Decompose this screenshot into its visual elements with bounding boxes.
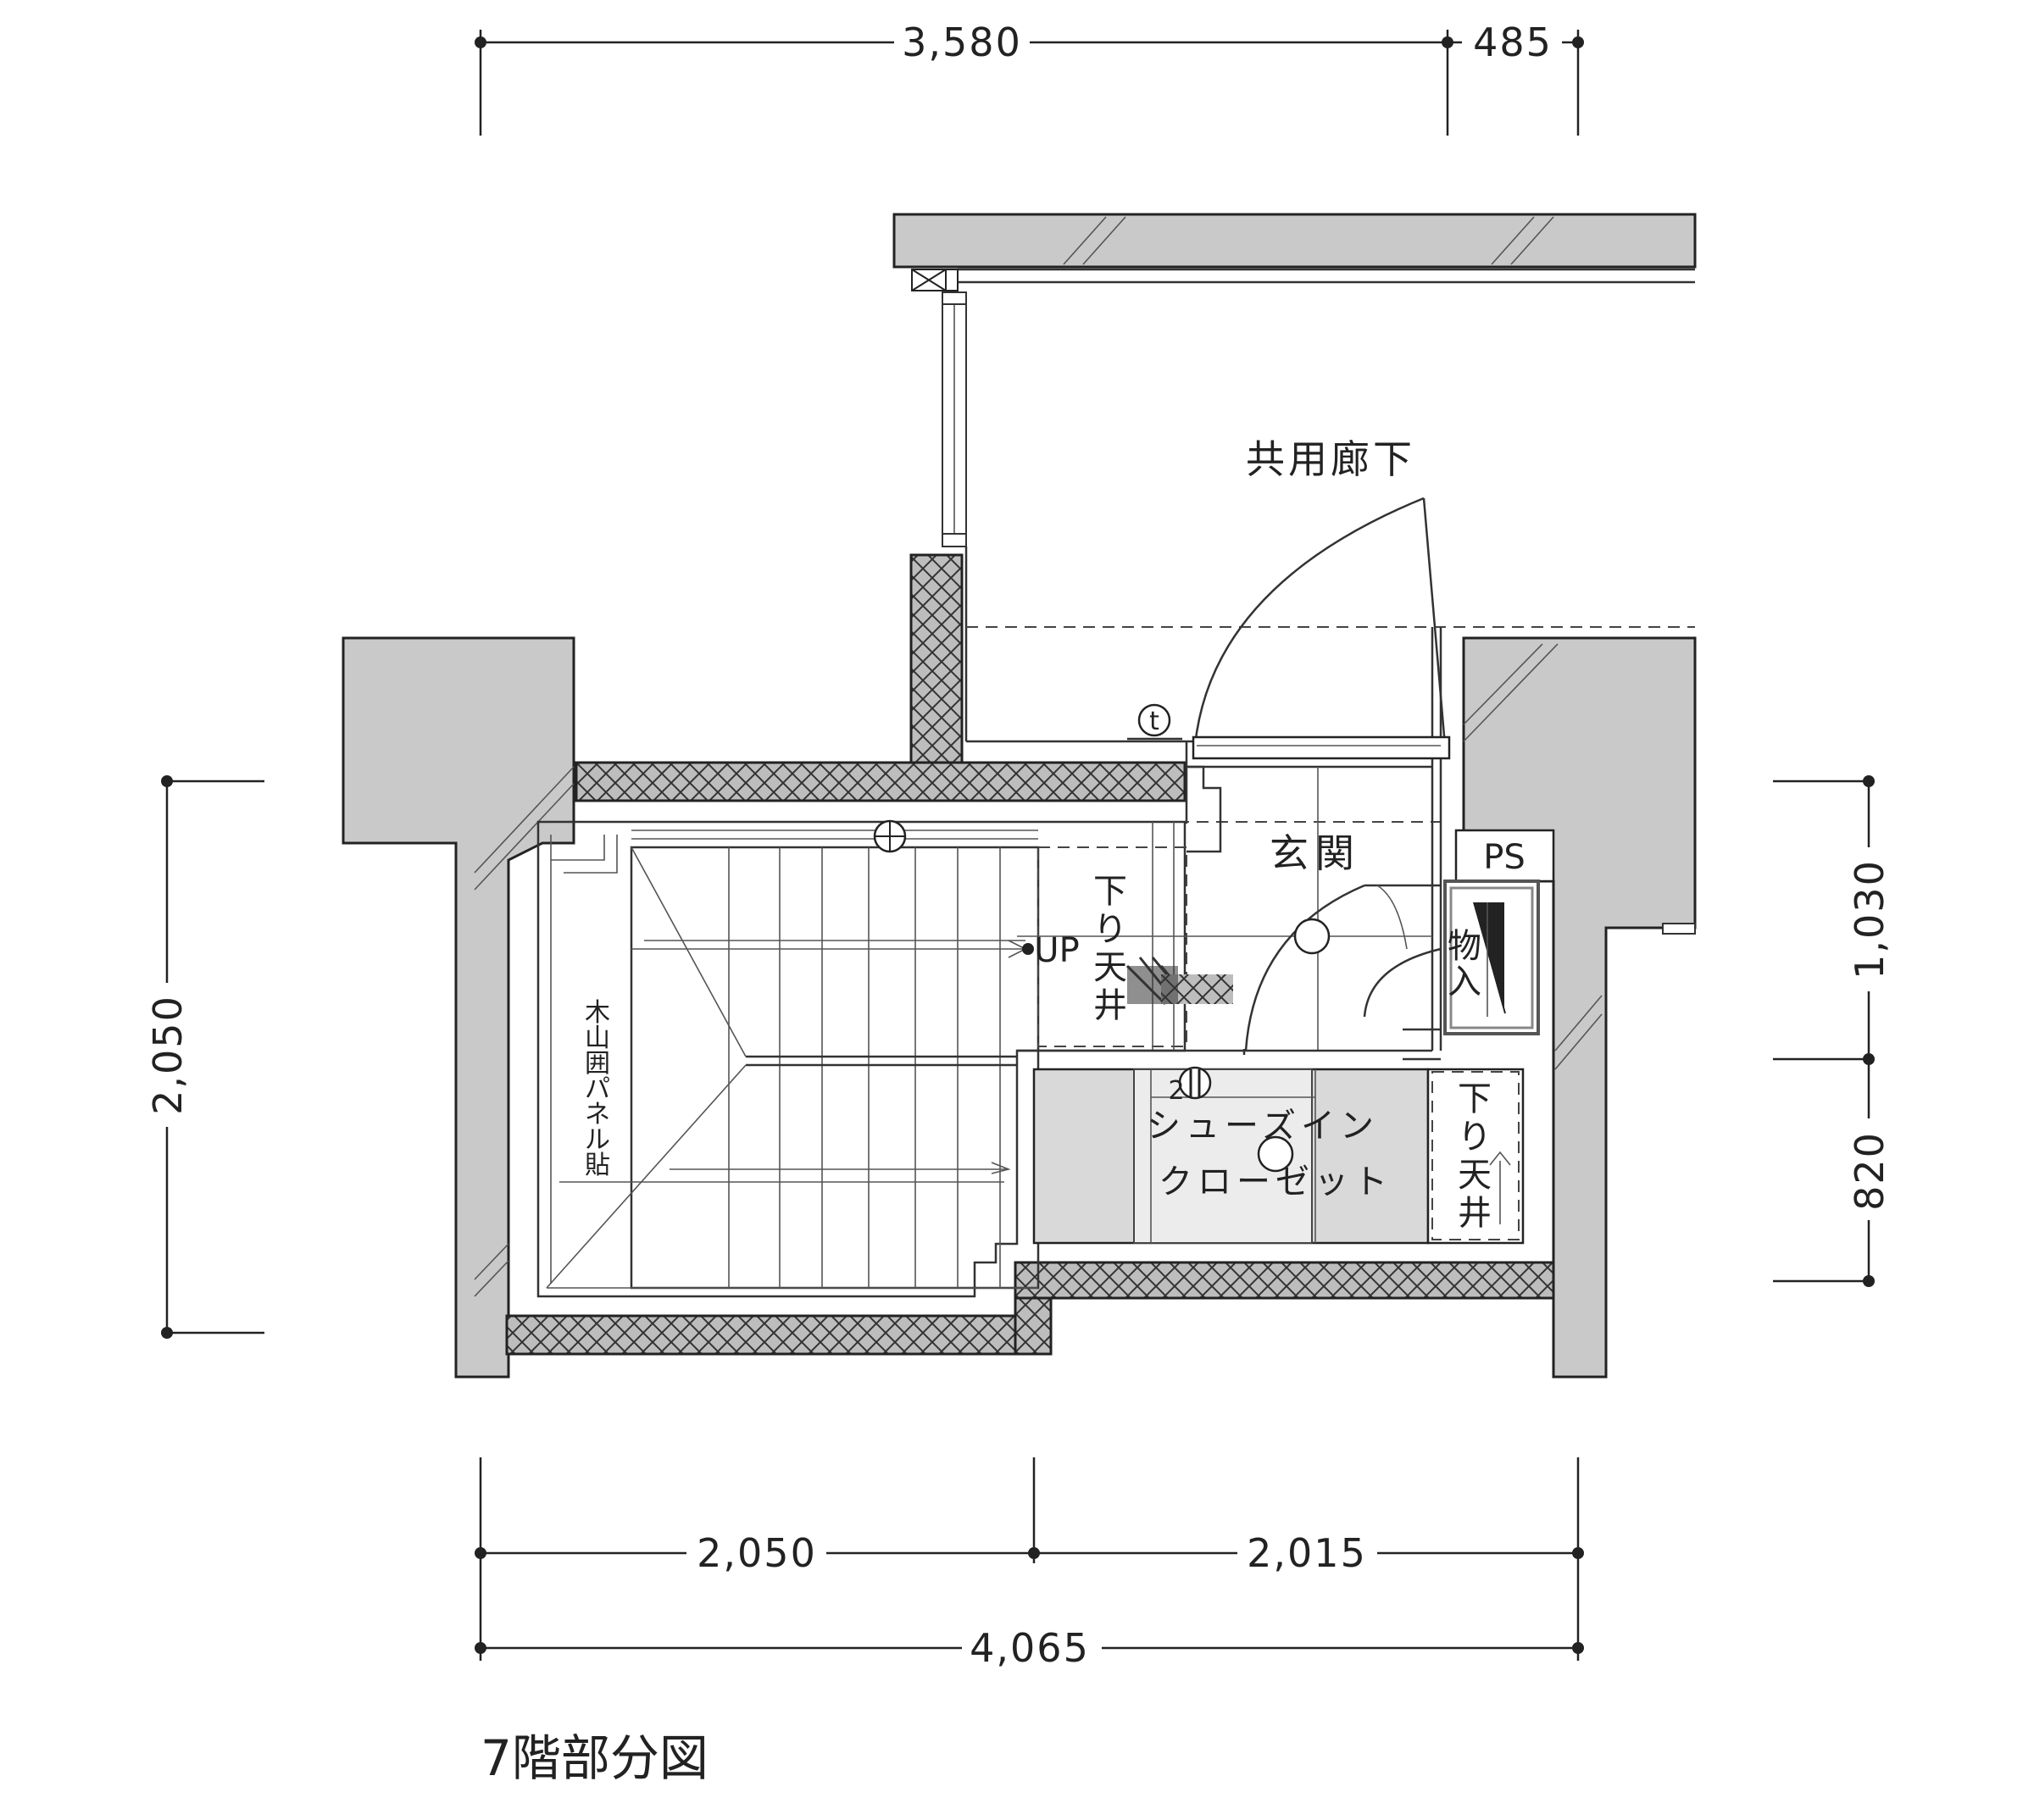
svg-text:井: 井 [1093, 986, 1127, 1025]
svg-text:り: り [1458, 1118, 1492, 1157]
mark-2: 2 [1168, 1076, 1184, 1106]
corridor-label: 共用廊下 [1246, 436, 1415, 482]
svg-text:パ: パ [585, 1074, 610, 1104]
svg-text:下: 下 [1458, 1079, 1492, 1118]
dim-bottom-left: 2,050 [697, 1530, 817, 1576]
svg-text:天: 天 [1458, 1156, 1492, 1195]
entrance-label: 玄関 [1270, 830, 1361, 876]
wall-panel-label: 木 山 囲 パ ネ ル 貼 [585, 998, 610, 1180]
svg-text:井: 井 [1458, 1194, 1492, 1233]
svg-text:り: り [1093, 910, 1127, 949]
svg-text:木: 木 [585, 998, 610, 1028]
dim-bottom-right: 2,015 [1247, 1530, 1367, 1576]
corridor-top-wall [892, 213, 1697, 291]
closet-label-line1: シューズイン [1147, 1107, 1379, 1146]
svg-text:山: 山 [585, 1024, 610, 1053]
left-column [342, 636, 575, 1379]
top-dimension: 3,580 485 [475, 19, 1584, 136]
insulated-walls [505, 553, 1555, 1356]
mark-t: t [1149, 707, 1159, 736]
figure-caption: 7階部分図 [481, 1729, 709, 1787]
ceiling-drop-label-2: 下 り 天 井 [1458, 1079, 1492, 1233]
dim-top-right: 485 [1473, 19, 1553, 65]
dim-right-lower: 820 [1847, 1131, 1892, 1211]
corridor-left-frame [942, 291, 968, 610]
right-dimension: 1,030 820 [1773, 775, 1893, 1287]
dim-bottom-total: 4,065 [970, 1625, 1090, 1671]
bottom-dimension: 2,050 2,015 4,065 [475, 1457, 1584, 1672]
dim-right-upper: 1,030 [1847, 859, 1892, 979]
svg-text:下: 下 [1093, 872, 1127, 911]
svg-text:囲: 囲 [585, 1049, 610, 1079]
room-labels: 共用廊下 玄関 PS UP 2 下 り 天 井 下 り 天 井 物 入 木 山 … [585, 436, 1526, 1233]
svg-text:入: 入 [1448, 963, 1481, 1002]
dim-left-height: 2,050 [145, 995, 191, 1115]
interior-lines: t [536, 497, 1695, 1298]
ceiling-drop-label-1: 下 り 天 井 [1093, 872, 1127, 1025]
svg-text:物: 物 [1448, 927, 1481, 966]
storage-label: 物 入 [1448, 927, 1481, 1002]
closet-label-line2: クローゼット [1159, 1162, 1392, 1201]
left-dimension: 2,050 [144, 775, 264, 1339]
ps-label: PS [1483, 838, 1526, 877]
svg-text:天: 天 [1093, 948, 1127, 987]
dim-top-left: 3,580 [902, 19, 1022, 65]
svg-text:ネ: ネ [585, 1100, 610, 1129]
up-label: UP [1034, 931, 1079, 970]
svg-text:貼: 貼 [585, 1151, 610, 1180]
svg-text:ル: ル [585, 1125, 610, 1155]
